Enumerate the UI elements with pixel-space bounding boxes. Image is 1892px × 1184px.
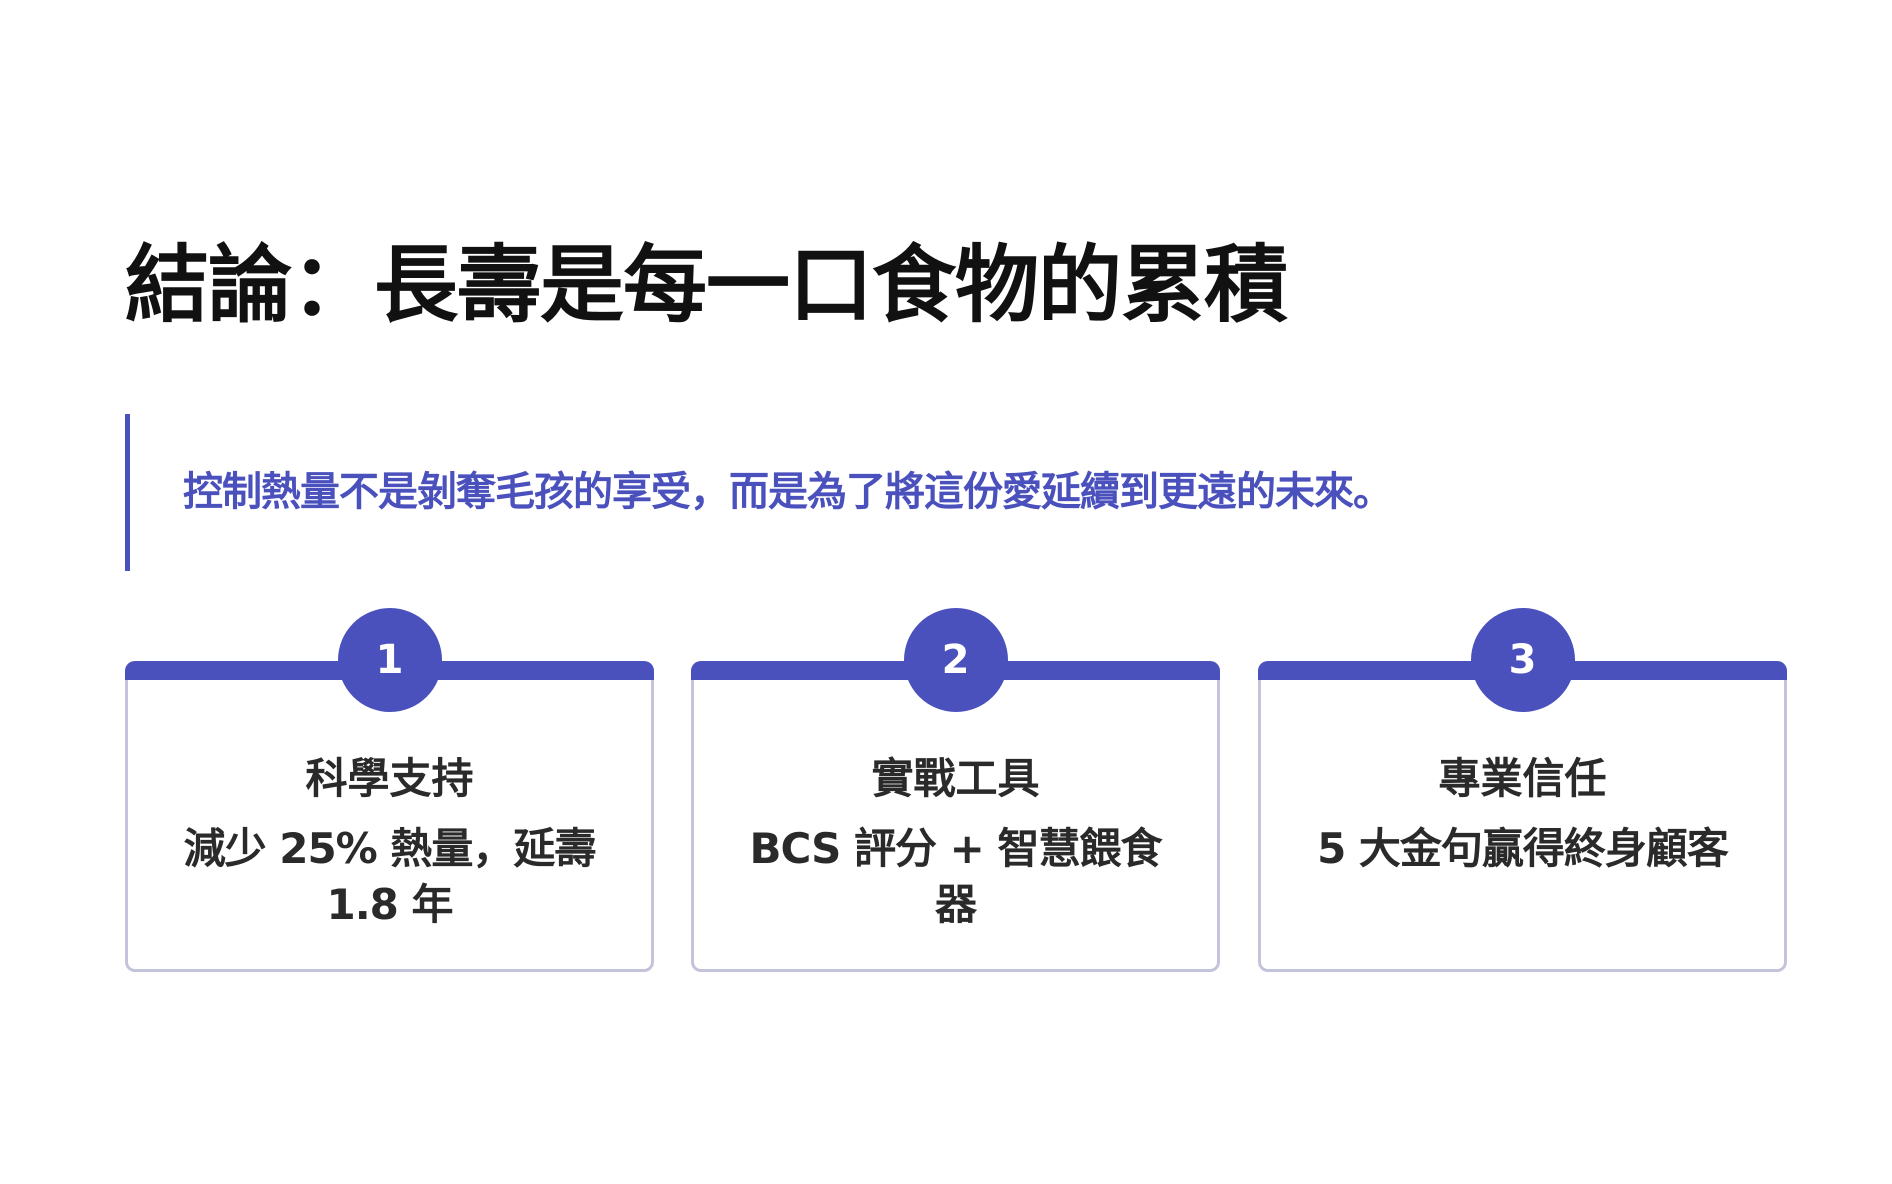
step-badge: 1 xyxy=(337,608,442,712)
page-title: 結論：長壽是每一口食物的累積 xyxy=(125,236,1288,334)
card-body: 5 大金句贏得終身顧客 xyxy=(1317,824,1729,873)
card-body: 減少 25% 熱量，延壽 1.8 年 xyxy=(183,824,597,929)
step-badge: 3 xyxy=(1470,608,1575,712)
step-badge: 2 xyxy=(903,608,1008,712)
card-body: BCS 評分 + 智慧餵食器 xyxy=(749,824,1163,929)
card-title: 科學支持 xyxy=(305,754,474,803)
quote-block: 控制熱量不是剝奪毛孩的享受，而是為了將這份愛延續到更遠的未來。 xyxy=(125,414,1393,571)
card-title: 專業信任 xyxy=(1438,754,1607,803)
card-science: 1 科學支持 減少 25% 熱量，延壽 1.8 年 xyxy=(125,608,654,972)
card-trust: 3 專業信任 5 大金句贏得終身顧客 xyxy=(1258,608,1787,972)
card-title: 實戰工具 xyxy=(871,754,1040,803)
quote-text: 控制熱量不是剝奪毛孩的享受，而是為了將這份愛延續到更遠的未來。 xyxy=(183,469,1393,515)
card-tools: 2 實戰工具 BCS 評分 + 智慧餵食器 xyxy=(691,608,1220,972)
